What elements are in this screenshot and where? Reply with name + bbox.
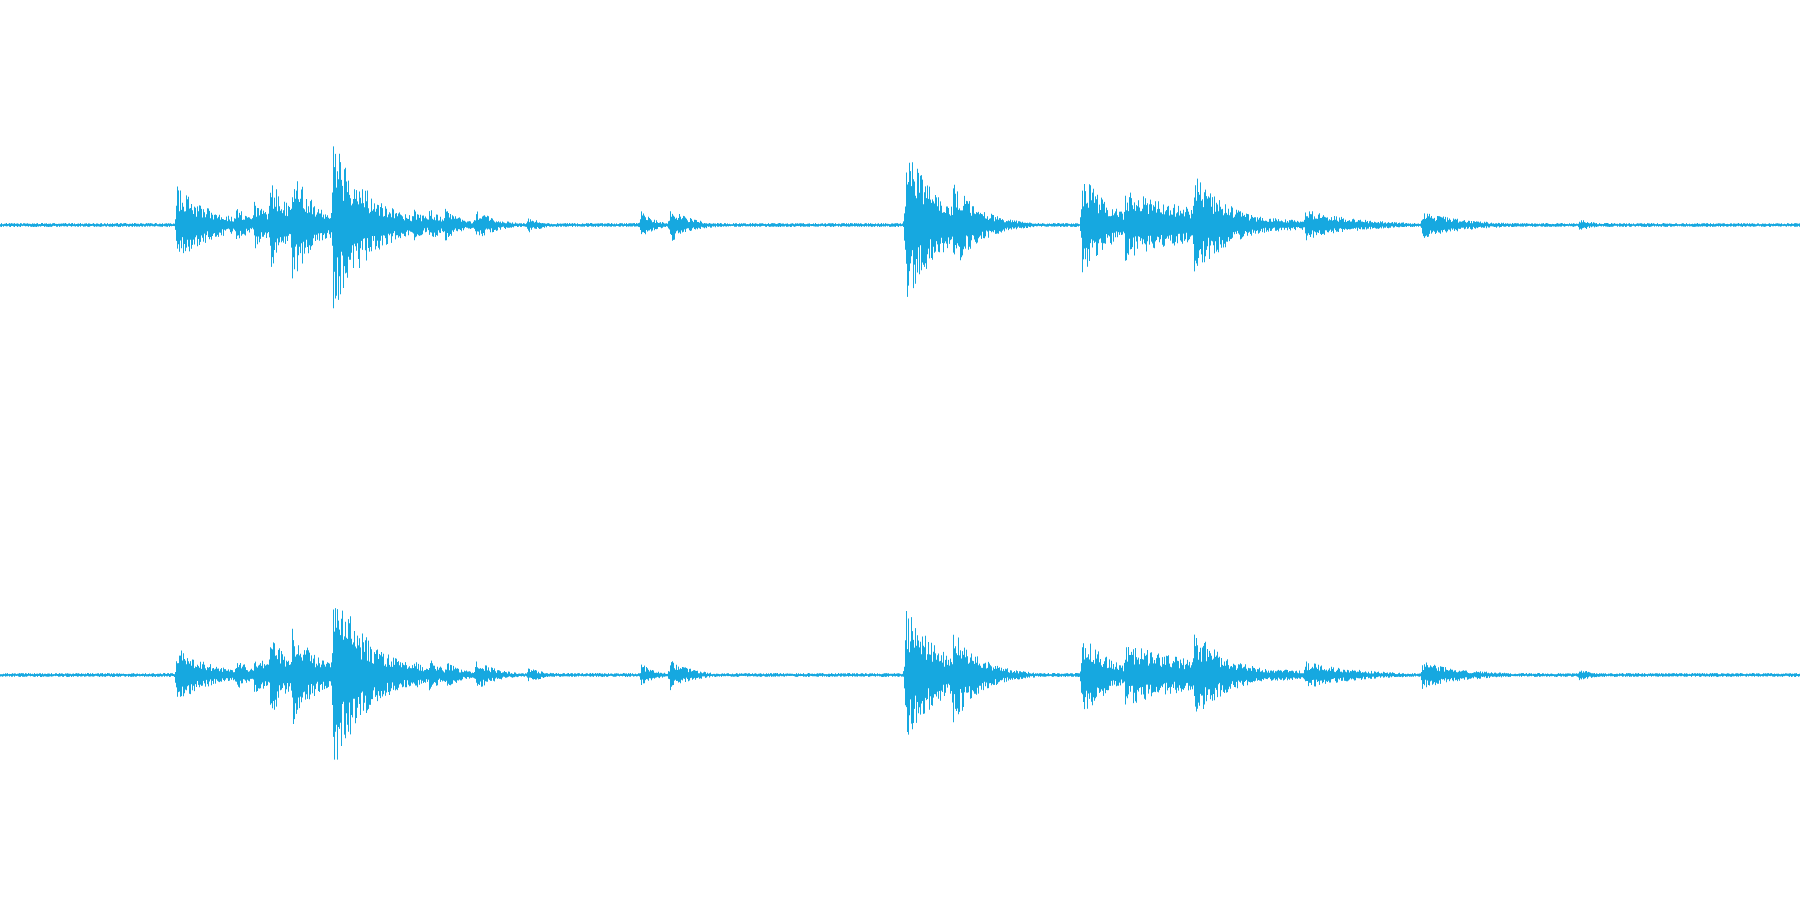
waveform-channel-1 xyxy=(0,146,1800,309)
waveform-trace xyxy=(0,146,1800,309)
waveform-trace xyxy=(0,608,1800,760)
waveform-channel-2 xyxy=(0,608,1800,760)
